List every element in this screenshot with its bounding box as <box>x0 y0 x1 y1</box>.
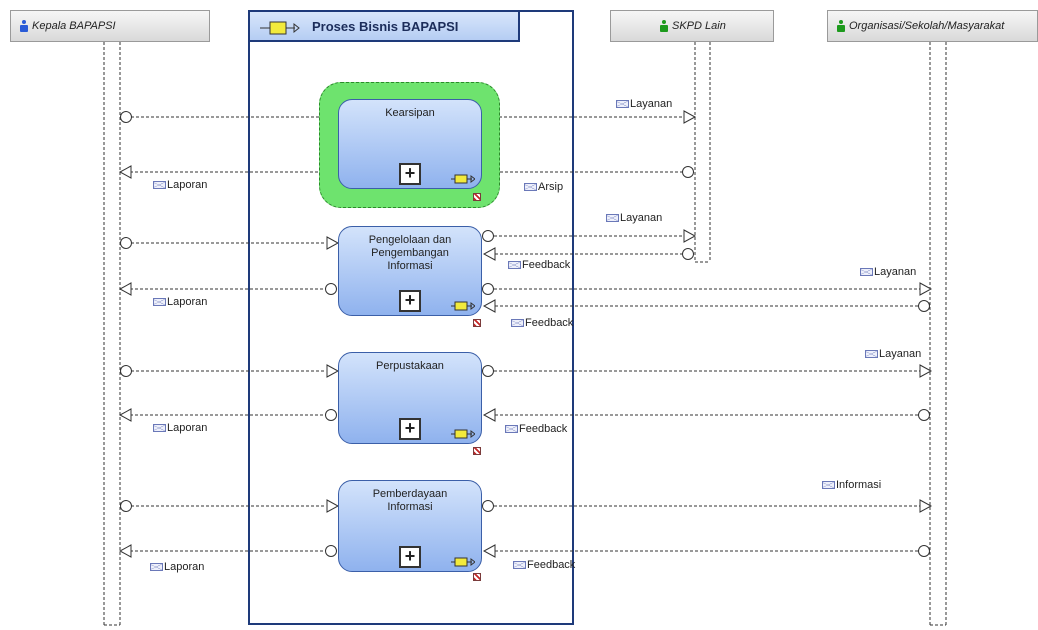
message-label[interactable]: Layanan <box>606 212 662 224</box>
flow-marker-icon <box>451 429 475 439</box>
envelope-icon <box>822 481 835 489</box>
arrow-left-icon <box>482 299 496 313</box>
person-green-icon <box>659 20 669 32</box>
envelope-icon <box>865 350 878 358</box>
flow-start-circle <box>682 248 694 260</box>
envelope-icon <box>606 214 619 222</box>
message-label[interactable]: Arsip <box>524 181 563 193</box>
flow-start-circle <box>918 545 930 557</box>
flow-start-circle <box>482 283 494 295</box>
process-label: Perpustakaan <box>376 360 444 372</box>
flow-start-circle <box>120 237 132 249</box>
arrow-right-icon <box>683 110 697 124</box>
message-label[interactable]: Laporan <box>150 561 204 573</box>
message-label[interactable]: Laporan <box>153 422 207 434</box>
message-label[interactable]: Layanan <box>865 348 921 360</box>
flow-start-circle <box>120 111 132 123</box>
person-green-icon <box>836 20 846 32</box>
arrow-left-icon <box>482 247 496 261</box>
flow-start-circle <box>120 365 132 377</box>
envelope-icon <box>153 298 166 306</box>
message-label[interactable]: Laporan <box>153 296 207 308</box>
arrow-left-icon <box>118 282 132 296</box>
process-pengelolaan[interactable]: Pengelolaan dan Pengembangan Informasi + <box>338 226 482 316</box>
envelope-icon <box>860 268 873 276</box>
flow-start-circle <box>918 409 930 421</box>
flow-start-circle <box>482 500 494 512</box>
flow-start-circle <box>120 500 132 512</box>
envelope-icon <box>508 261 521 269</box>
lane-header-skpd[interactable]: SKPD Lain <box>610 10 774 42</box>
pool-flow-icon <box>260 21 300 35</box>
corner-marker-icon <box>473 573 481 581</box>
pool-title: Proses Bisnis BAPAPSI <box>312 18 459 34</box>
arrow-right-icon <box>326 499 340 513</box>
expand-plus-icon[interactable]: + <box>399 546 421 568</box>
arrow-left-icon <box>482 544 496 558</box>
envelope-icon <box>513 561 526 569</box>
message-label[interactable]: Laporan <box>153 179 207 191</box>
message-label[interactable]: Feedback <box>508 259 570 271</box>
process-label: Pengelolaan dan Pengembangan Informasi <box>368 234 452 272</box>
process-pemberdayaan[interactable]: Pemberdayaan Informasi + <box>338 480 482 572</box>
process-perpustakaan[interactable]: Perpustakaan + <box>338 352 482 444</box>
message-label[interactable]: Informasi <box>822 479 881 491</box>
message-label[interactable]: Feedback <box>511 317 573 329</box>
message-label[interactable]: Layanan <box>860 266 916 278</box>
lane-label-organisasi: Organisasi/Sekolah/Masyarakat <box>849 20 1005 32</box>
pool-title-tab[interactable]: Proses Bisnis BAPAPSI <box>248 10 520 42</box>
lane-label-kepala: Kepala BAPAPSI <box>32 20 116 32</box>
message-label[interactable]: Layanan <box>616 98 672 110</box>
arrow-left-icon <box>118 544 132 558</box>
flow-start-circle <box>325 409 337 421</box>
process-label: Pemberdayaan Informasi <box>372 488 448 513</box>
lane-header-organisasi[interactable]: Organisasi/Sekolah/Masyarakat <box>827 10 1038 42</box>
flow-start-circle <box>325 283 337 295</box>
arrow-right-icon <box>683 229 697 243</box>
envelope-icon <box>524 183 537 191</box>
envelope-icon <box>511 319 524 327</box>
arrow-left-icon <box>118 408 132 422</box>
flow-start-circle <box>482 230 494 242</box>
envelope-icon <box>153 181 166 189</box>
flow-start-circle <box>682 166 694 178</box>
arrow-right-icon <box>919 499 933 513</box>
arrow-left-icon <box>118 165 132 179</box>
arrow-right-icon <box>919 364 933 378</box>
arrow-left-icon <box>482 408 496 422</box>
lane-label-skpd: SKPD Lain <box>672 20 726 32</box>
corner-marker-icon <box>473 319 481 327</box>
flow-start-circle <box>482 365 494 377</box>
expand-plus-icon[interactable]: + <box>399 163 421 185</box>
envelope-icon <box>150 563 163 571</box>
corner-marker-icon <box>473 193 481 201</box>
expand-plus-icon[interactable]: + <box>399 418 421 440</box>
corner-marker-icon <box>473 447 481 455</box>
arrow-right-icon <box>326 236 340 250</box>
message-label[interactable]: Feedback <box>505 423 567 435</box>
envelope-icon <box>616 100 629 108</box>
flow-marker-icon <box>451 301 475 311</box>
envelope-icon <box>153 424 166 432</box>
process-label: Kearsipan <box>385 107 435 119</box>
envelope-icon <box>505 425 518 433</box>
flow-marker-icon <box>451 557 475 567</box>
expand-plus-icon[interactable]: + <box>399 290 421 312</box>
flow-marker-icon <box>451 174 475 184</box>
flow-start-circle <box>325 545 337 557</box>
lane-header-kepala[interactable]: Kepala BAPAPSI <box>10 10 210 42</box>
flow-start-circle <box>918 300 930 312</box>
person-blue-icon <box>19 20 29 32</box>
arrow-right-icon <box>326 364 340 378</box>
message-label[interactable]: Feedback <box>513 559 575 571</box>
arrow-right-icon <box>919 282 933 296</box>
process-kearsipan[interactable]: Kearsipan + <box>338 99 482 189</box>
